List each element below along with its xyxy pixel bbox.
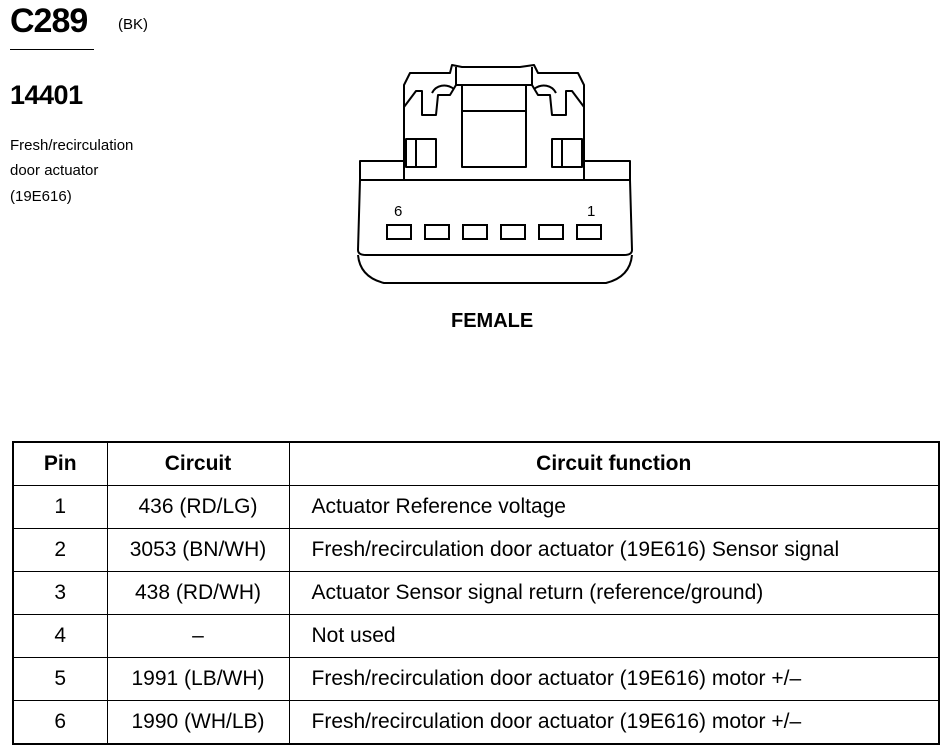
pin-cell: 6 [12, 700, 108, 745]
connector-id: C289 [10, 2, 88, 40]
circuit-cell: 1991 (LB/WH) [106, 657, 290, 701]
pin-number-left: 6 [394, 203, 402, 220]
pin-cell: 3 [12, 571, 108, 615]
part-number: 14401 [10, 80, 83, 110]
function-cell: Actuator Sensor signal return (reference… [288, 571, 940, 615]
description-line-3: (19E616) [10, 188, 72, 205]
table-row: 6 1990 (WH/LB) Fresh/recirculation door … [12, 700, 940, 745]
table-row: 1 436 (RD/LG) Actuator Reference voltage [12, 485, 940, 529]
function-cell: Fresh/recirculation door actuator (19E61… [288, 528, 940, 572]
pin-cell: 1 [12, 485, 108, 529]
table-row: 4 – Not used [12, 614, 940, 658]
pin-cell: 2 [12, 528, 108, 572]
pin-cavity-2 [538, 224, 564, 240]
title-underline [10, 49, 94, 50]
table-header-row: Pin Circuit Circuit function [12, 441, 940, 486]
circuit-cell: 3053 (BN/WH) [106, 528, 290, 572]
pin-cavity-4 [462, 224, 488, 240]
connector-color-code: (BK) [118, 16, 148, 33]
circuit-cell: 436 (RD/LG) [106, 485, 290, 529]
function-cell: Fresh/recirculation door actuator (19E61… [288, 700, 940, 745]
table-row: 2 3053 (BN/WH) Fresh/recirculation door … [12, 528, 940, 572]
circuit-cell: – [106, 614, 290, 658]
description-line-2: door actuator [10, 162, 99, 179]
header-circuit-function: Circuit function [288, 441, 940, 486]
table-row: 3 438 (RD/WH) Actuator Sensor signal ret… [12, 571, 940, 615]
description-line-1: Fresh/recirculation [10, 137, 134, 154]
circuit-cell: 438 (RD/WH) [106, 571, 290, 615]
pin-cavity-6 [386, 224, 412, 240]
connector-gender-label: FEMALE [451, 310, 534, 332]
table-row: 5 1991 (LB/WH) Fresh/recirculation door … [12, 657, 940, 701]
function-cell: Not used [288, 614, 940, 658]
connector-face-drawing: 6 1 [357, 64, 633, 284]
pin-cavity-5 [424, 224, 450, 240]
circuit-cell: 1990 (WH/LB) [106, 700, 290, 745]
pin-cavity-3 [500, 224, 526, 240]
header-circuit: Circuit [106, 441, 290, 486]
pin-cell: 5 [12, 657, 108, 701]
pin-cell: 4 [12, 614, 108, 658]
function-cell: Fresh/recirculation door actuator (19E61… [288, 657, 940, 701]
pin-cavities [386, 224, 602, 240]
header-pin: Pin [12, 441, 108, 486]
function-cell: Actuator Reference voltage [288, 485, 940, 529]
pin-number-right: 1 [587, 203, 595, 220]
pin-cavity-1 [576, 224, 602, 240]
pinout-table: Pin Circuit Circuit function 1 436 (RD/L… [12, 441, 940, 745]
